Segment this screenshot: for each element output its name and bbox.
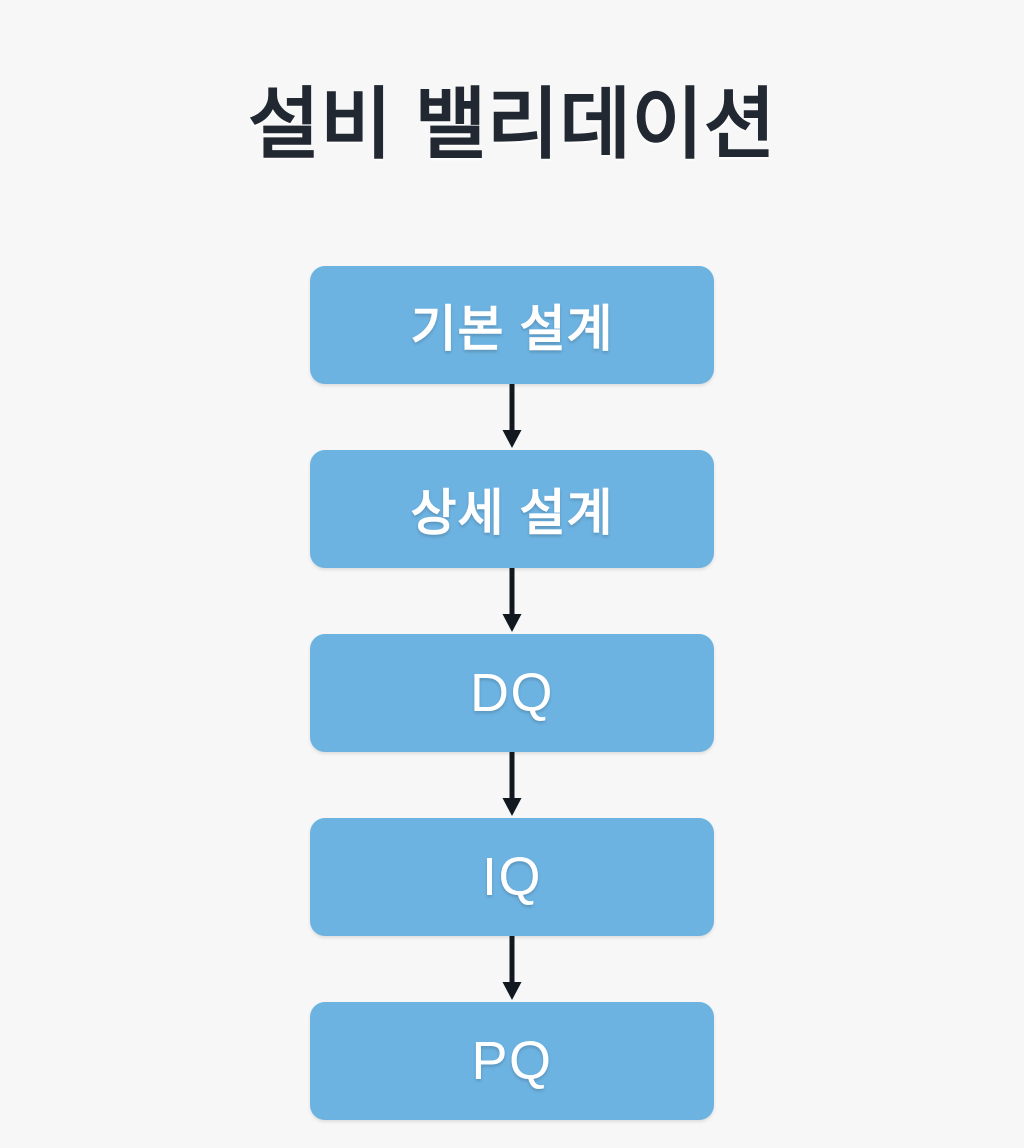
page-title: 설비 밸리데이션 (248, 80, 776, 168)
flow-node-basic-design[interactable]: 기본 설계 (310, 266, 714, 384)
flow-node-dq[interactable]: DQ (310, 634, 714, 752)
flow-connector-2 (310, 568, 714, 634)
flow-node-label: PQ (471, 1031, 553, 1091)
flow-node-detailed-design[interactable]: 상세 설계 (310, 450, 714, 568)
flowchart-flow: 기본 설계 상세 설계 DQ (310, 266, 714, 1120)
flow-connector-4 (310, 936, 714, 1002)
flow-node-pq[interactable]: PQ (310, 1002, 714, 1120)
flow-node-label: IQ (481, 847, 542, 907)
flow-connector-3 (310, 752, 714, 818)
flow-connector-1 (310, 384, 714, 450)
flow-node-label: DQ (470, 663, 554, 723)
down-arrow-icon (502, 752, 522, 816)
down-arrow-icon (502, 568, 522, 632)
flow-node-label: 기본 설계 (410, 301, 614, 357)
down-arrow-icon (502, 384, 522, 448)
flow-node-label: 상세 설계 (410, 485, 614, 541)
flow-node-iq[interactable]: IQ (310, 818, 714, 936)
down-arrow-icon (502, 936, 522, 1000)
